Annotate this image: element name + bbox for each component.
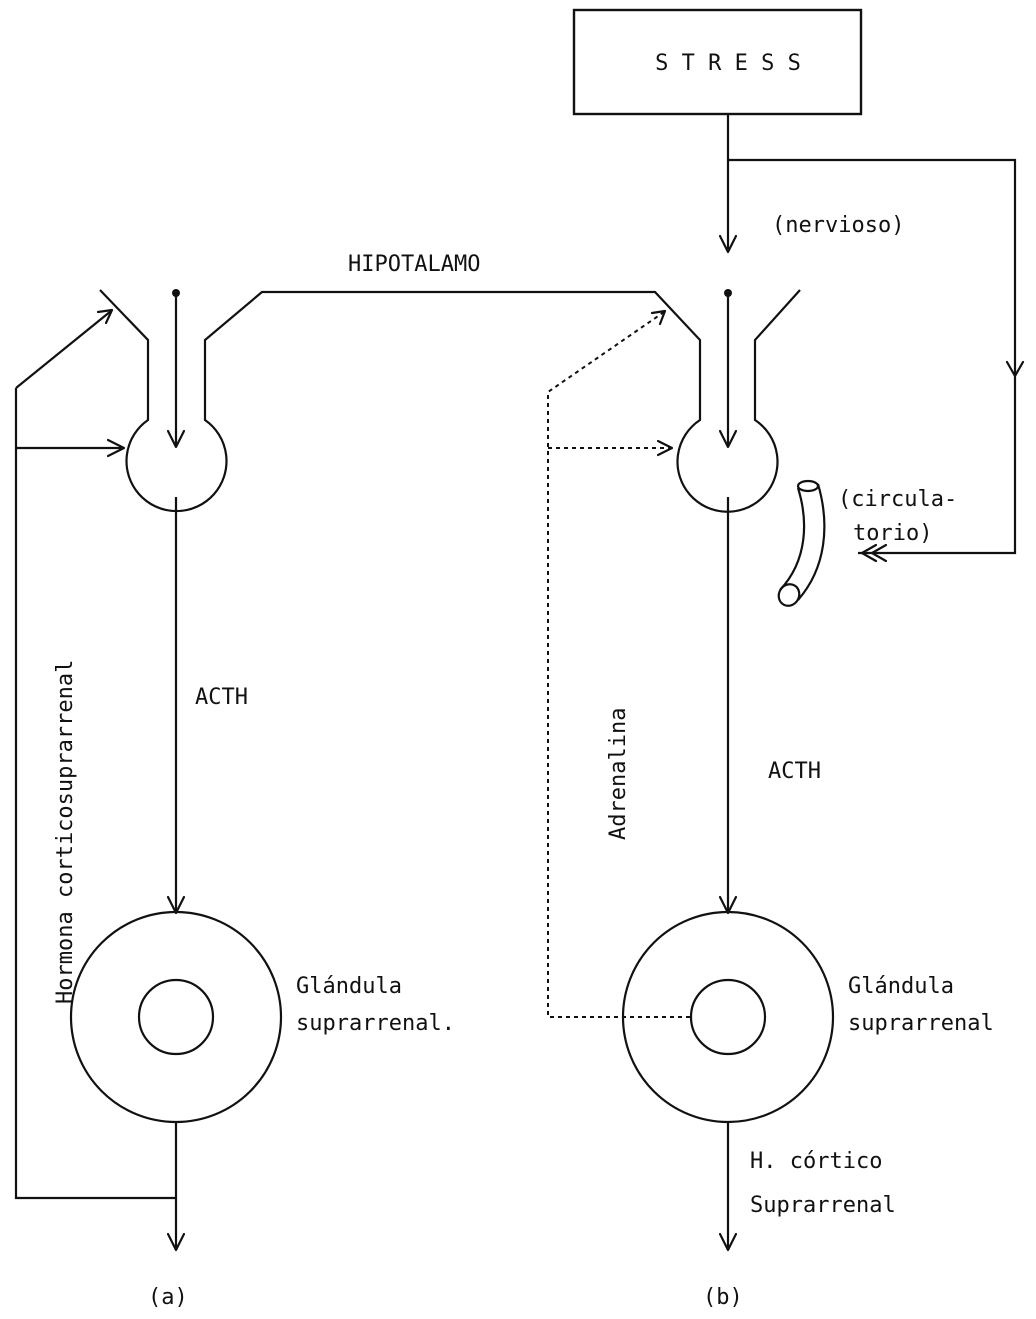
glandula-label-a1: Glándula <box>296 974 402 999</box>
nervioso-label: (nervioso) <box>772 213 904 238</box>
adrenal-gland-inner-a <box>139 980 213 1054</box>
glandula-label-b1: Glándula <box>848 974 954 999</box>
blood-vessel-icon <box>775 481 825 610</box>
glandula-label-b2: suprarrenal <box>848 1011 994 1036</box>
hormona-cortico-label: Hormona corticosuprarrenal <box>53 660 78 1004</box>
feedback-to-hypothalamus <box>16 311 111 388</box>
adrenalina-label: Adrenalina <box>606 708 631 840</box>
adrenalina-path <box>548 312 690 1017</box>
stress-label: S T R E S S <box>655 51 801 76</box>
hipotalamo-label: HIPOTALAMO <box>348 252 480 277</box>
h-cortico-label-2: Suprarrenal <box>750 1193 896 1218</box>
h-cortico-label-1: H. córtico <box>750 1149 882 1174</box>
glandula-label-a2: suprarrenal. <box>296 1011 455 1036</box>
circulatorio-label-2: torio) <box>853 521 932 546</box>
panel-label-b: (b) <box>703 1285 743 1310</box>
adrenal-gland-outer-a <box>71 912 281 1122</box>
circulatorio-label-1: (circula- <box>838 487 957 512</box>
hipotalamo-outline <box>100 290 800 512</box>
adrenal-gland-inner-b <box>691 980 765 1054</box>
feedback-loop-a <box>16 388 176 1198</box>
acth-label-b: ACTH <box>768 759 821 784</box>
panel-label-a: (a) <box>148 1285 188 1310</box>
acth-label-a: ACTH <box>195 685 248 710</box>
